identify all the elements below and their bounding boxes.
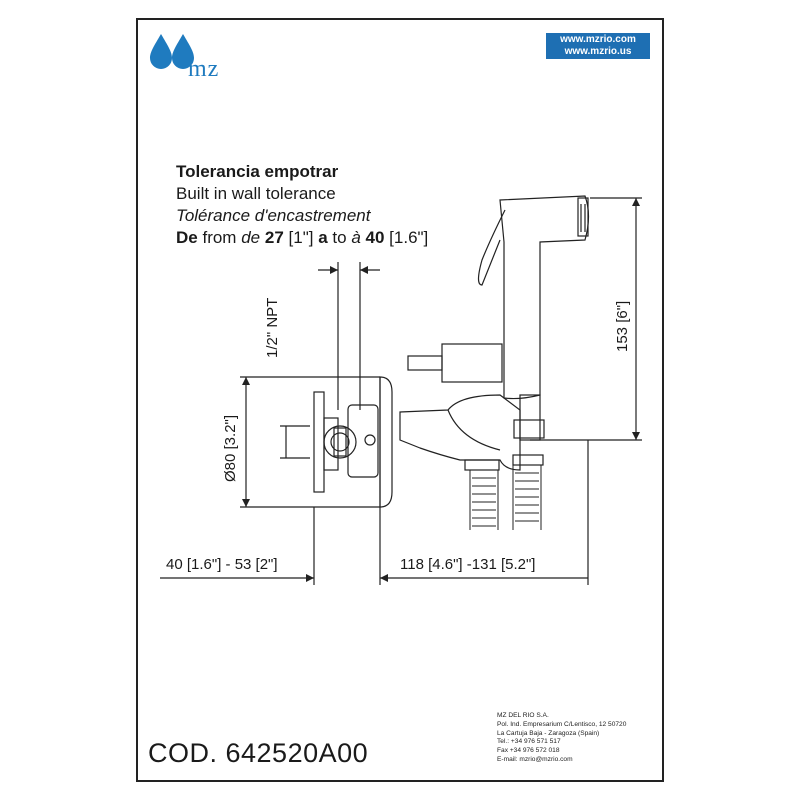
company-info: MZ DEL RIO S.A. Pol. Ind. Empresarium C/… [497, 712, 626, 765]
range-word-from: from [202, 228, 237, 247]
company-tel: Tel.: +34 976 571 517 [497, 738, 561, 746]
right-depth-label: 118 [4.6"] -131 [5.2"] [400, 556, 536, 573]
brand-logo-text: mz [188, 56, 220, 82]
range-max-in: [1.6"] [389, 228, 429, 247]
company-name: MZ DEL RIO S.A. [497, 712, 549, 719]
heading-english: Built in wall tolerance [176, 184, 336, 203]
diameter-dimension [240, 376, 380, 508]
heading-range: De from de 27 [1"] a to à 40 [1.6"] [176, 227, 428, 249]
website-link-us[interactable]: www.mzrio.us [564, 46, 632, 57]
range-word-to: to [332, 228, 347, 247]
company-address-1: Pol. Ind. Empresarium C/Lentisco, 12 507… [497, 720, 627, 728]
tolerance-heading: Tolerancia empotrar Built in wall tolera… [176, 161, 428, 249]
range-word-de-fr: de [241, 228, 261, 247]
embedded-valve-body [313, 391, 379, 493]
left-depth-label: 40 [1.6"] - 53 [2"] [166, 556, 278, 573]
website-link-com[interactable]: www.mzrio.com [560, 34, 636, 45]
range-word-a-fr: à [351, 228, 361, 247]
range-min-mm: 27 [264, 228, 284, 247]
diameter-label: Ø80 [3.2"] [222, 414, 239, 482]
company-fax: Fax +34 976 572 018 [497, 747, 560, 755]
company-email[interactable]: E-mail: mzrio@mzrio.com [497, 755, 573, 763]
drawing-sheet-border [136, 18, 664, 782]
wall-flange [379, 376, 393, 508]
depth-dimensions [160, 440, 589, 585]
range-min-in: [1"] [288, 228, 314, 247]
range-max-mm: 40 [365, 228, 385, 247]
website-box: www.mzrio.com www.mzrio.us [546, 33, 650, 59]
height-dimension [530, 197, 642, 441]
range-word-de: De [176, 228, 198, 247]
water-drops-icon [150, 34, 194, 69]
company-address-2: La Cartuja Baja - Zaragoza (Spain) [497, 729, 600, 737]
flexible-hoses [469, 465, 542, 530]
product-code: COD. 642520A00 [148, 738, 369, 768]
range-word-a: a [318, 228, 328, 247]
mixing-valve [399, 343, 544, 471]
npt-dimension [318, 262, 380, 410]
hand-shower [477, 195, 590, 441]
heading-french: Tolérance d'encastrement [176, 206, 371, 225]
heading-spanish: Tolerancia empotrar [176, 162, 339, 181]
height-label: 153 [6"] [614, 300, 631, 352]
npt-label: 1/2" NPT [264, 297, 281, 358]
